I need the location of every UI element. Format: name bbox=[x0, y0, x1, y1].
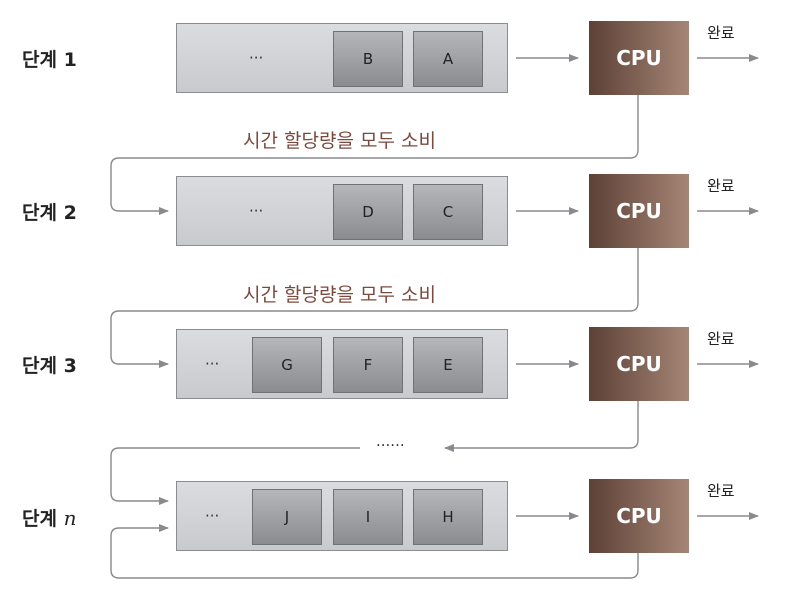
stage-label-text: 단계 bbox=[22, 508, 64, 530]
stage-label: 단계 2 bbox=[22, 198, 77, 225]
done-label: 완료 bbox=[707, 24, 735, 42]
stage-label-variable: n bbox=[63, 506, 77, 530]
stage-label: 단계 1 bbox=[22, 45, 77, 72]
process-block: A bbox=[413, 31, 483, 87]
stage-label-text: 단계 2 bbox=[22, 202, 77, 224]
process-block: F bbox=[333, 337, 403, 393]
cpu-block: CPU bbox=[589, 174, 689, 248]
cpu-block: CPU bbox=[589, 327, 689, 401]
time-quantum-caption: 시간 할당량을 모두 소비 bbox=[243, 284, 436, 306]
time-quantum-caption: 시간 할당량을 모두 소비 bbox=[243, 130, 436, 152]
queue-ellipsis: ··· bbox=[249, 202, 264, 220]
done-label: 완료 bbox=[707, 177, 735, 195]
process-block: I bbox=[333, 489, 403, 545]
ready-queue: ··· J I H bbox=[176, 481, 508, 551]
process-block: G bbox=[252, 337, 322, 393]
stage-label-text: 단계 1 bbox=[22, 49, 77, 71]
intermediate-stages-ellipsis: ...... bbox=[376, 432, 405, 450]
process-block: J bbox=[252, 489, 322, 545]
done-label: 완료 bbox=[707, 330, 735, 348]
done-label: 완료 bbox=[707, 482, 735, 500]
feedback-arrow bbox=[110, 447, 360, 505]
process-block: E bbox=[413, 337, 483, 393]
feedback-arrow bbox=[110, 247, 639, 368]
ready-queue: ··· B A bbox=[176, 23, 508, 93]
process-block: H bbox=[413, 489, 483, 545]
stage-label-text: 단계 3 bbox=[22, 355, 77, 377]
queue-ellipsis: ··· bbox=[249, 49, 264, 67]
queue-ellipsis: ··· bbox=[205, 355, 220, 373]
process-block: B bbox=[333, 31, 403, 87]
queue-ellipsis: ··· bbox=[205, 507, 220, 525]
stage-label: 단계 3 bbox=[22, 351, 77, 378]
cpu-block: CPU bbox=[589, 479, 689, 553]
ready-queue: ··· D C bbox=[176, 176, 508, 246]
stage-label: 단계 n bbox=[22, 504, 76, 531]
process-block: D bbox=[333, 184, 403, 240]
cpu-block: CPU bbox=[589, 21, 689, 95]
feedback-arrow bbox=[110, 94, 639, 215]
process-block: C bbox=[413, 184, 483, 240]
feedback-arrow bbox=[110, 524, 639, 579]
feedback-arrow bbox=[444, 400, 639, 452]
ready-queue: ··· G F E bbox=[176, 329, 508, 399]
